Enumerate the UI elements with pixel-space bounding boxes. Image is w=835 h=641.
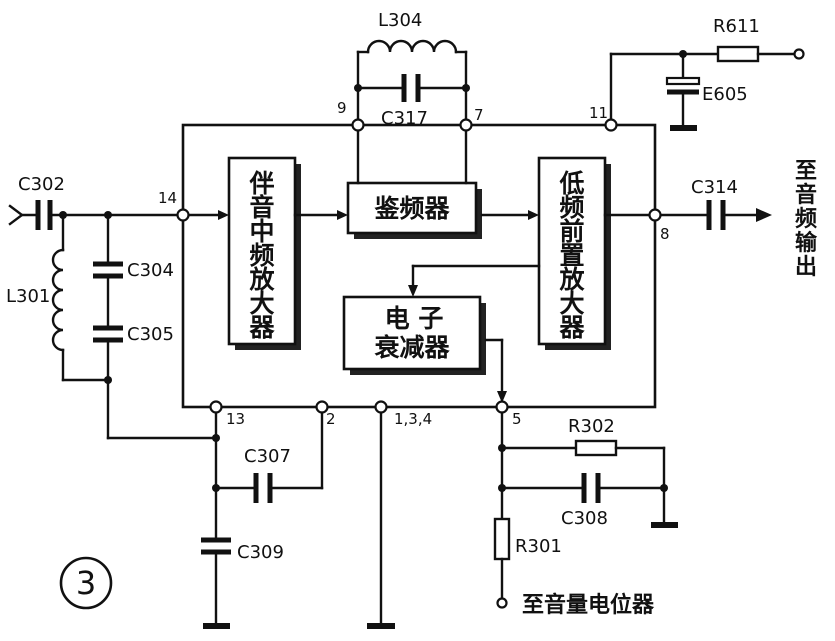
r301-label: R301 <box>515 536 562 557</box>
pin-8 <box>648 208 662 222</box>
pin-2 <box>315 400 329 414</box>
pin-134-label: 1,3,4 <box>394 410 432 428</box>
attenuator-label-line1: 电 子 <box>385 304 444 333</box>
c302-label: C302 <box>18 174 65 195</box>
pin-13-label: 13 <box>226 410 245 428</box>
pin-7-label: 7 <box>474 106 484 124</box>
c308-label: C308 <box>561 508 608 529</box>
figure-number-circle <box>59 556 113 610</box>
input-network <box>8 200 218 440</box>
pin-11 <box>604 118 618 132</box>
l304-c317-tank <box>354 39 470 127</box>
audio-output-char: 音 <box>795 182 817 208</box>
if-amp-char: 音 <box>249 193 274 222</box>
pin-2-label: 2 <box>326 410 336 428</box>
preamp-char: 器 <box>558 313 585 342</box>
if-amp-char: 频 <box>249 241 274 270</box>
pin-5 <box>495 400 509 414</box>
pins-134-ground <box>367 405 395 629</box>
pin-8-label: 8 <box>660 225 670 243</box>
pin-14-label: 14 <box>158 189 177 207</box>
attenuator-label-line2: 衰减器 <box>373 333 450 362</box>
volume-pot-label: 至音量电位器 <box>522 592 655 618</box>
c305-label: C305 <box>127 324 174 345</box>
ic-pins <box>176 118 662 414</box>
if-amp-char: 中 <box>249 217 274 246</box>
c304-label: C304 <box>127 260 174 281</box>
r611-label: R611 <box>713 16 760 37</box>
audio-output-char: 输 <box>795 230 818 256</box>
preamp-char: 置 <box>559 241 584 270</box>
pin13-network <box>201 405 324 629</box>
pin-9-label: 9 <box>337 99 347 117</box>
figure-number: 3 <box>76 564 96 602</box>
internal-signal-paths <box>181 123 657 403</box>
pin-1-3-4 <box>374 400 388 414</box>
if-amp-char: 放 <box>248 265 275 294</box>
attenuator-block <box>342 295 486 375</box>
pin-11-label: 11 <box>589 104 608 122</box>
audio-output-char: 至 <box>795 159 817 184</box>
pin-14 <box>176 208 190 222</box>
ic-outline <box>181 123 657 409</box>
pin-7 <box>459 118 473 132</box>
discriminator-label: 鉴频器 <box>373 194 450 223</box>
preamp-char: 前 <box>559 217 584 246</box>
preamp-char: 低 <box>558 169 584 198</box>
c314-label: C314 <box>691 177 738 198</box>
if-amp-char: 大 <box>249 289 274 318</box>
preamp-char: 放 <box>558 265 585 294</box>
discriminator-block <box>346 181 482 239</box>
if-amp-block <box>227 156 301 350</box>
if-amp-char: 伴 <box>248 169 274 198</box>
pin-5-label: 5 <box>512 410 522 428</box>
if-amp-char: 器 <box>248 313 275 342</box>
c317-label: C317 <box>381 108 428 129</box>
audio-output-char: 频 <box>795 207 817 232</box>
audio-output-char: 出 <box>795 255 817 280</box>
pin-9 <box>351 118 365 132</box>
preamp-block <box>537 156 611 350</box>
c307-label: C307 <box>244 446 291 467</box>
c309-label: C309 <box>237 542 284 563</box>
e605-label: E605 <box>702 84 748 105</box>
pin-13 <box>209 400 223 414</box>
pin5-network <box>493 405 678 609</box>
preamp-char: 大 <box>559 289 584 318</box>
preamp-char: 频 <box>559 193 584 222</box>
output-c314 <box>653 200 772 230</box>
pin11-supply <box>609 45 805 131</box>
l304-label: L304 <box>378 10 422 31</box>
l301-label: L301 <box>6 286 50 307</box>
r302-label: R302 <box>568 416 615 437</box>
